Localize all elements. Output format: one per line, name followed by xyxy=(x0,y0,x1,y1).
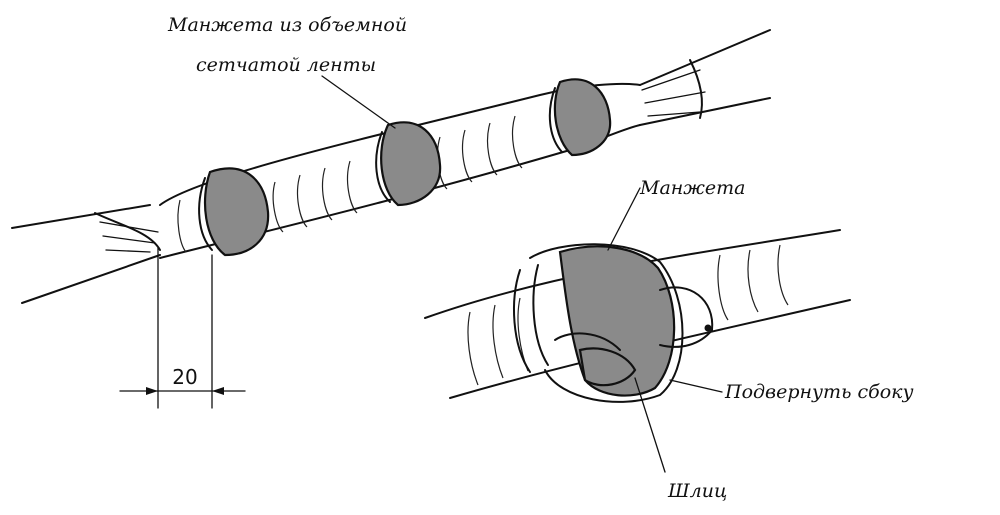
label-cuff-mesh-line2: сетчатой ленты xyxy=(196,54,376,76)
leader-tuck xyxy=(669,379,723,393)
dimension-marker: 20 xyxy=(119,247,246,409)
label-slot: Шлиц xyxy=(667,480,727,502)
leader-slot xyxy=(634,377,666,473)
leader-cuff xyxy=(607,187,641,251)
leader-cuff-mesh xyxy=(321,75,396,129)
detail-cable xyxy=(424,229,851,403)
label-tuck-side: Подвернуть сбоку xyxy=(724,381,914,403)
label-cuff: Манжета xyxy=(639,177,745,199)
dimension-value: 20 xyxy=(172,365,197,389)
long-cable xyxy=(11,29,771,304)
label-cuff-mesh-line1: Манжета из объемной xyxy=(167,14,407,36)
